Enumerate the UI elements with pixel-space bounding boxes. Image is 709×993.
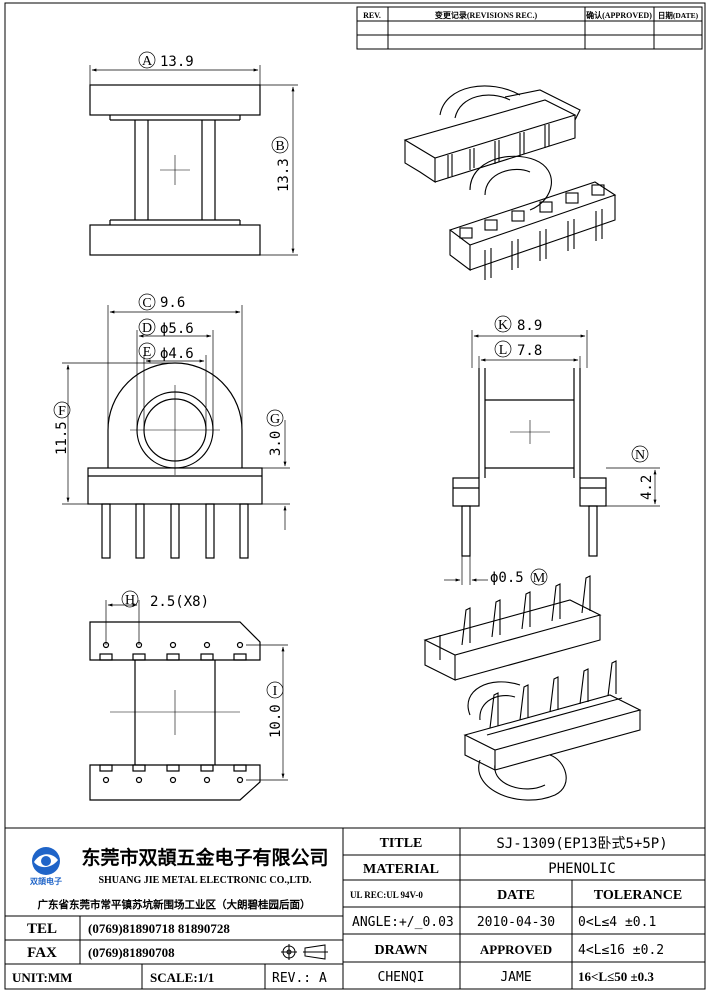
- dim-e-letter: E: [143, 345, 152, 360]
- fax-label: FAX: [27, 945, 57, 961]
- fax-value: (0769)81890708: [88, 945, 175, 960]
- dim-n-value: 4.2: [639, 475, 655, 500]
- dim-i-value: 10.0: [268, 704, 284, 738]
- scale: SCALE:1/1: [150, 970, 214, 985]
- date-label: DATE: [497, 888, 535, 903]
- company-name-en: SHUANG JIE METAL ELECTRONIC CO.,LTD.: [98, 875, 312, 886]
- tolerance-row-1: 0<L≤4 ±0.1: [578, 915, 656, 930]
- dim-f-value: 11.5: [54, 421, 70, 455]
- approved-label: APPROVED: [480, 942, 552, 957]
- revision-table: [356, 6, 703, 50]
- dim-a: [89, 51, 261, 85]
- dim-b: [260, 84, 298, 256]
- dim-m-letter: M: [533, 571, 546, 586]
- title-value: SJ-1309(EP13卧式5+5P): [496, 836, 667, 852]
- dim-n: [606, 445, 660, 507]
- bottom-view: [89, 621, 261, 801]
- dim-h-value: 2.5(X8): [150, 594, 209, 610]
- approved-header: 确认(APPROVED): [586, 10, 652, 20]
- dim-c-value: 9.6: [160, 295, 185, 311]
- date-header: 日期(DATE): [658, 10, 699, 20]
- dim-b-value: 13.3: [276, 158, 292, 192]
- record-header: 变更记录(REVISIONS REC.): [435, 10, 538, 20]
- tel-value: (0769)81890718 81890728: [88, 921, 230, 936]
- rev-header: REV.: [363, 11, 381, 20]
- company-name-cn: 东莞市双頡五金电子有限公司: [81, 846, 328, 869]
- dim-f: [53, 362, 175, 505]
- tolerance-row-3: 16<L≤50 ±0.3: [578, 969, 654, 984]
- company-address: 广东省东莞市常平镇苏坑新围场工业区（大朗碧桂园后面）: [38, 898, 311, 911]
- dim-n-letter: N: [635, 448, 645, 463]
- dim-l-value: 7.8: [517, 343, 542, 359]
- title-block-frame: [4, 827, 706, 990]
- dim-a-letter: A: [142, 54, 153, 69]
- iso-view-top: [403, 85, 617, 280]
- dim-b-letter: B: [275, 139, 284, 154]
- dim-g-letter: G: [270, 412, 280, 427]
- unit: UNIT:MM: [12, 970, 72, 985]
- ul-rec: UL REC:UL 94V-0: [350, 890, 423, 900]
- dim-a-value: 13.9: [160, 54, 194, 70]
- revision-value: REV.: A: [272, 971, 327, 986]
- tel-label: TEL: [27, 921, 57, 937]
- angle-tolerance: ANGLE:+/_0.03: [352, 915, 454, 930]
- title-label: TITLE: [380, 836, 423, 851]
- tolerance-row-2: 4<L≤16 ±0.2: [578, 943, 664, 958]
- dim-k-letter: K: [498, 318, 508, 333]
- dim-l-letter: L: [499, 343, 508, 358]
- dim-i-letter: I: [273, 684, 278, 699]
- drawn-value: CHENQI: [378, 970, 425, 985]
- dim-c: [107, 293, 243, 430]
- date-value: 2010-04-30: [477, 915, 555, 930]
- dim-k-value: 8.9: [517, 318, 542, 334]
- logo-text: 双頡电子: [30, 876, 62, 886]
- drawn-label: DRAWN: [375, 943, 428, 958]
- projection-symbol: [281, 944, 328, 960]
- material-value: PHENOLIC: [548, 861, 615, 877]
- dim-m: [444, 556, 548, 586]
- front-view: [87, 362, 263, 559]
- dim-d-letter: D: [142, 321, 152, 336]
- dim-e-value: ϕ4.6: [160, 346, 194, 362]
- dim-g-value: 3.0: [268, 431, 284, 456]
- top-view: [89, 84, 261, 256]
- dim-c-letter: C: [142, 296, 151, 311]
- company-logo: [32, 847, 60, 875]
- dim-e: [138, 342, 207, 430]
- dim-d-value: ϕ5.6: [160, 321, 194, 337]
- iso-view-bottom: [423, 575, 642, 801]
- dim-h-letter: H: [125, 593, 135, 608]
- approved-value: JAME: [500, 970, 531, 985]
- dim-k: [471, 315, 588, 368]
- dim-i: [246, 644, 288, 781]
- dim-d: [136, 318, 214, 430]
- dim-f-letter: F: [58, 404, 66, 419]
- dim-g: [262, 409, 290, 530]
- tolerance-label: TOLERANCE: [594, 888, 682, 903]
- material-label: MATERIAL: [363, 862, 439, 877]
- dim-h: [105, 590, 140, 645]
- side-view: [452, 368, 607, 557]
- dim-l: [478, 340, 581, 368]
- dim-m-value: ϕ0.5: [490, 570, 524, 586]
